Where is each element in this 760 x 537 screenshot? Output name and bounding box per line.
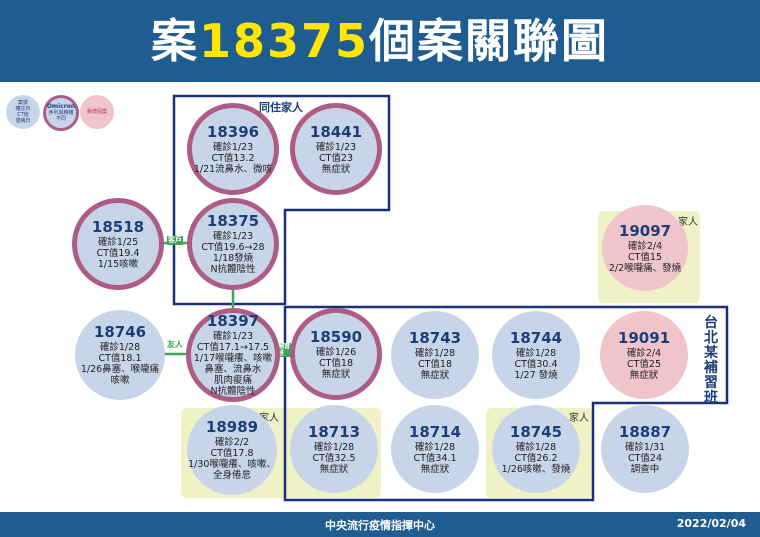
cram-school-label-1: 台	[704, 315, 718, 331]
case-id: 18743	[408, 328, 462, 347]
case-id: 18887	[618, 422, 672, 441]
case-id: 18518	[91, 217, 145, 236]
case-node-19091: 19091 確診2/4 CT值25 無症狀	[600, 311, 688, 399]
legend-omicron: Omicron 序列與精確 不同	[43, 95, 79, 131]
footer-bar	[0, 512, 760, 537]
case-node-18441: 18441 確診1/23 CT值23 無症狀	[290, 103, 382, 195]
title-case-number: 18375	[198, 14, 370, 68]
case-node-18590: 18590 確診1/26 CT值18 無症狀	[290, 308, 382, 400]
title-prefix: 案	[150, 14, 199, 68]
case-id: 18746	[93, 323, 147, 341]
cram-school-label-4: 補	[704, 360, 718, 376]
case-id: 18375	[206, 212, 260, 230]
case-id: 18714	[408, 422, 462, 441]
case-id: 18744	[509, 328, 563, 347]
case-id: 18745	[509, 422, 563, 441]
header-bar	[0, 0, 760, 82]
case-id: 18397	[206, 312, 260, 330]
family-label-19097: 家人	[678, 217, 698, 228]
page-title: 案18375個案關聯圖	[0, 0, 760, 82]
cram-school-label-2: 北	[704, 330, 718, 346]
cram-school-label-6: 班	[704, 390, 718, 406]
relation-label-client: 客戶	[167, 236, 183, 245]
case-node-18713: 18713 確診1/28 CT值32.5 無症狀	[290, 405, 378, 493]
case-id: 18396	[206, 122, 260, 141]
case-node-18744: 18744 確診1/28 CT值30.4 1/27 發燒	[492, 311, 580, 399]
case-id: 18713	[307, 422, 361, 441]
case-node-19097: 19097 確診2/4 CT值15 2/2喉嚨痛、發燒	[602, 205, 688, 291]
cohabiting-family-label: 同住家人	[259, 101, 303, 114]
cohabiting-family-frame	[172, 94, 391, 306]
case-node-18745: 18745 確診1/28 CT值26.2 1/26咳嗽、發燒	[492, 405, 580, 493]
legend-confirmed: 案號 確診日 CT值 發病日	[6, 95, 40, 129]
case-node-18743: 18743 確診1/28 CT值18 無症狀	[391, 311, 479, 399]
case-node-18714: 18714 確診1/28 CT值34.1 無症狀	[391, 405, 479, 493]
case-node-18746: 18746 確診1/28 CT值18.1 1/26鼻塞、喉嚨痛 咳嗽	[75, 310, 165, 400]
case-id: 19091	[617, 328, 671, 347]
cram-school-label-5: 習	[704, 375, 718, 391]
cram-school-label-3: 某	[704, 345, 718, 361]
legend-new-case: 新增個案	[80, 95, 114, 129]
footer-source: 中央流行疫情指揮中心	[325, 519, 435, 532]
case-node-18375: 18375 確診1/23 CT值19.6→28 1/18發燒 N抗體陰性	[187, 198, 279, 290]
cram-school-frame	[283, 305, 729, 502]
case-id: 18989	[205, 418, 259, 436]
title-suffix: 個案關聯圖	[369, 14, 610, 68]
relation-label-friend-18746: 友人	[167, 340, 183, 349]
family-label-18989: 家人	[259, 413, 279, 424]
case-node-18887: 18887 確診1/31 CT值24 調查中	[601, 405, 689, 493]
case-node-18397: 18397 確診1/23 CT值17.1→17.5 1/17喉嚨癢、咳嗽 鼻塞、…	[186, 308, 280, 402]
footer-date: 2022/02/04	[676, 517, 746, 530]
case-id: 18590	[309, 327, 363, 346]
case-node-18518: 18518 確診1/25 CT值19.4 1/15咳嗽	[72, 198, 164, 290]
family-label-18745: 家人	[569, 413, 589, 424]
case-node-18396: 18396 確診1/23 CT值13.2 1/21流鼻水、微咳	[187, 103, 279, 195]
case-id: 19097	[618, 221, 672, 240]
case-node-18989: 18989 確診2/2 CT值17.8 1/30喉嚨癢、咳嗽、 全身倦怠	[187, 405, 277, 495]
case-id: 18441	[309, 122, 363, 141]
